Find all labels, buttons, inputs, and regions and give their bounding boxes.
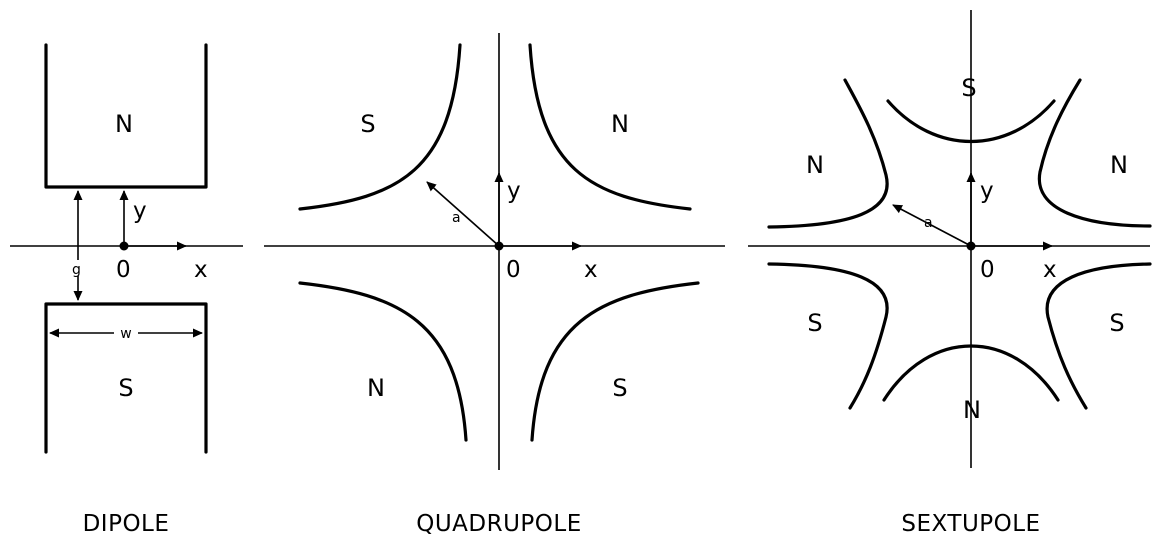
sextupole-pole-n-upper-left: N	[806, 151, 824, 179]
quadrupole-radius-arrow	[426, 181, 500, 247]
sextupole-radius-arrow	[892, 204, 972, 247]
sextupole-x-label: x	[1043, 257, 1057, 283]
dipole-x-label: x	[194, 257, 208, 283]
dipole-gap-label: g	[72, 262, 81, 278]
quadrupole-diagram: S N N S y x 0 a QUADRUPOLE	[264, 33, 725, 537]
dipole-origin-label: 0	[116, 257, 131, 283]
quadrupole-radius-label: a	[452, 210, 461, 226]
dipole-y-label: y	[133, 198, 147, 224]
sextupole-pole-lower-left	[767, 262, 889, 410]
quadrupole-pole-s-bottom-right: S	[612, 374, 627, 402]
quadrupole-x-label: x	[584, 257, 598, 283]
sextupole-pole-s-lower-left: S	[807, 309, 822, 337]
sextupole-pole-n-upper-right: N	[1110, 151, 1128, 179]
sextupole-pole-upper-right	[1037, 78, 1152, 228]
sextupole-pole-s-top: S	[961, 74, 976, 102]
dipole-bottom-pole	[44, 302, 208, 454]
quadrupole-y-label: y	[507, 178, 521, 204]
dipole-caption: DIPOLE	[83, 511, 170, 537]
sextupole-pole-top	[886, 99, 1056, 143]
sextupole-origin-label: 0	[980, 257, 995, 283]
sextupole-y-label: y	[980, 178, 994, 204]
quadrupole-pole-top-left	[298, 43, 462, 211]
dipole-origin-dot	[119, 241, 129, 251]
dipole-pole-s-label: S	[118, 374, 133, 402]
sextupole-pole-s-lower-right: S	[1109, 309, 1124, 337]
quadrupole-pole-n-bottom-left: N	[367, 374, 385, 402]
quadrupole-pole-n-top-right: N	[611, 110, 629, 138]
quadrupole-pole-bottom-right	[530, 281, 700, 442]
sextupole-pole-lower-right	[1045, 262, 1152, 410]
dipole-top-pole	[44, 43, 208, 189]
sextupole-pole-n-bottom: N	[963, 396, 981, 424]
dipole-width-label: w	[120, 326, 131, 342]
sextupole-radius-label: a	[924, 215, 933, 231]
dipole-diagram: N S y x 0 g w DIPOLE	[10, 43, 243, 537]
sextupole-pole-bottom	[882, 344, 1060, 402]
sextupole-pole-upper-left	[767, 78, 889, 229]
dipole-pole-n-label: N	[115, 110, 133, 138]
quadrupole-caption: QUADRUPOLE	[416, 511, 582, 537]
quadrupole-pole-top-right	[528, 43, 692, 211]
quadrupole-pole-bottom-left	[298, 281, 468, 442]
quadrupole-origin-label: 0	[506, 257, 521, 283]
sextupole-caption: SEXTUPOLE	[901, 511, 1040, 537]
sextupole-diagram: S N N S S N y x 0 a SEXTUPOLE	[748, 10, 1152, 537]
quadrupole-pole-s-top-left: S	[360, 110, 375, 138]
